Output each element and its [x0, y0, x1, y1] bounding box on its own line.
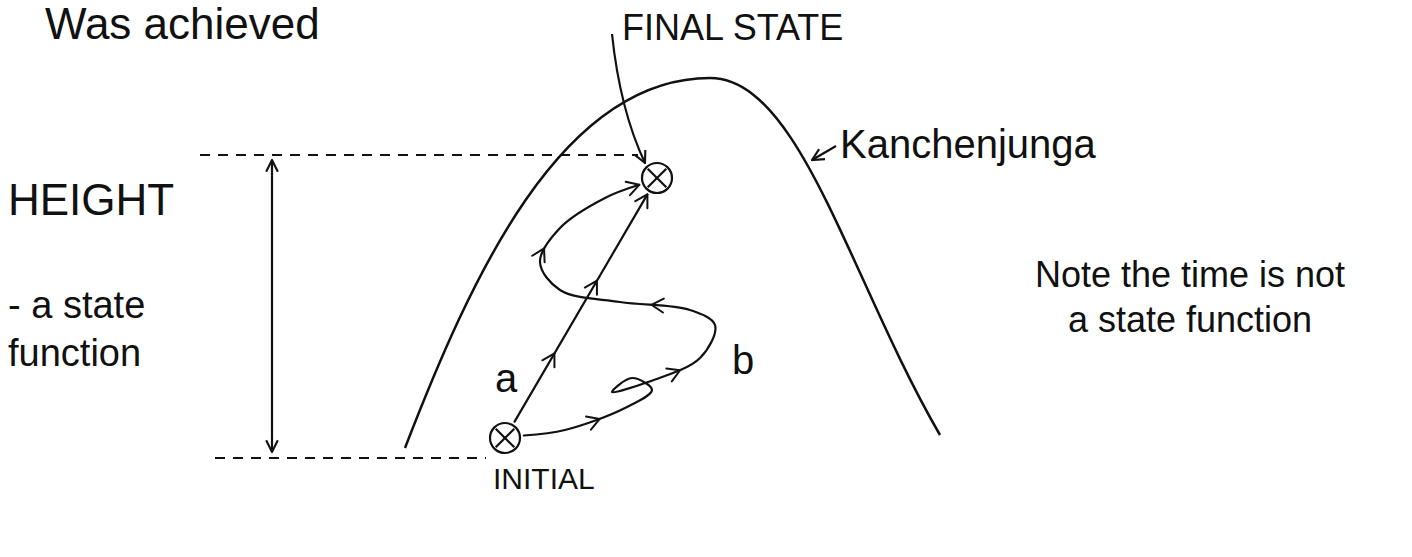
note-text: HEIGHT	[8, 176, 174, 224]
crossed-circle	[487, 420, 523, 456]
path-label: b	[732, 340, 754, 380]
path-arrowhead	[666, 369, 680, 382]
dashed-guide	[200, 154, 638, 156]
note-text: Note the time is not a state function	[1030, 252, 1350, 342]
marker-cross	[648, 169, 667, 188]
state-marker: FINAL STATE	[639, 160, 675, 196]
leader-line	[612, 34, 645, 163]
marker-cross	[496, 429, 515, 448]
crossed-circle	[639, 160, 675, 196]
marker-cross	[648, 169, 667, 188]
note-text: - a state function	[8, 282, 148, 377]
dimension-arrow	[271, 160, 273, 452]
state-name: FINAL STATE	[622, 8, 843, 48]
state-marker: INITIAL	[487, 420, 523, 456]
note-text: Kanchenjunga	[840, 122, 1096, 166]
process-path	[524, 185, 716, 436]
note-text: Was achieved	[45, 0, 320, 48]
path-arrowhead	[532, 248, 544, 262]
path-arrowhead	[651, 299, 663, 313]
path-arrowhead	[626, 182, 640, 195]
leader-line	[812, 146, 836, 160]
marker-circle	[642, 163, 672, 193]
path-label: a	[495, 358, 517, 398]
dashed-guide	[215, 457, 486, 459]
process-path-group	[524, 182, 716, 436]
marker-circle	[490, 423, 520, 453]
process-path	[515, 194, 648, 421]
marker-cross	[496, 429, 515, 448]
process-path-group	[515, 194, 648, 421]
path-arrowhead	[542, 353, 554, 367]
path-arrowhead	[635, 194, 647, 208]
path-arrowhead	[585, 281, 597, 295]
state-name: INITIAL	[493, 462, 595, 495]
path-arrowhead	[586, 417, 600, 430]
